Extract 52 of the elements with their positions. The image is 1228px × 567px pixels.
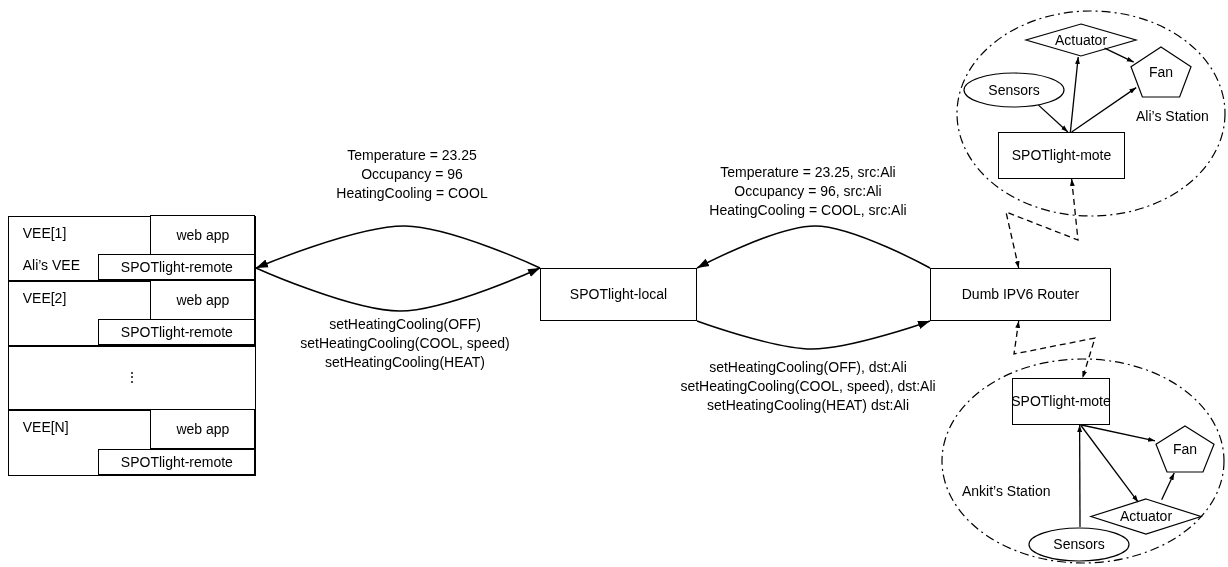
box-label: Sensors: [988, 81, 1040, 99]
vee-label: Ali’s VEE: [22, 256, 81, 274]
arrow: [696, 320, 931, 350]
vee-label: VEE[2]: [22, 289, 67, 307]
process-box: [150, 215, 256, 256]
vee-panel: [7, 215, 256, 281]
box-label: Actuator: [1054, 31, 1108, 49]
box-label: SPOTlight-mote: [1011, 393, 1111, 410]
station-label: Ankit’s Station: [962, 483, 1051, 500]
box-label: web app: [176, 292, 230, 309]
vee-panel: [7, 280, 256, 346]
box-label: SPOTlight-remote: [120, 323, 233, 341]
arrow: [1077, 424, 1083, 528]
box-label: SPOTlight-remote: [120, 453, 233, 471]
process-box: [150, 280, 256, 321]
arrow: [1161, 472, 1175, 501]
arrow: [1079, 424, 1139, 503]
box-label: Dumb IPV6 Router: [961, 286, 1080, 303]
box-label: Sensors: [1053, 536, 1105, 553]
dashed-arrow: [1013, 320, 1096, 379]
vee-panel: [7, 409, 256, 476]
box-label: Fan: [1172, 440, 1198, 458]
arrow: [255, 267, 541, 312]
box-label: Fan: [1148, 63, 1174, 81]
arrow: [1103, 47, 1135, 63]
box-label: ⋮: [124, 369, 139, 387]
box-label: web app: [176, 227, 230, 244]
arrow: [1069, 56, 1080, 133]
process-box: [930, 268, 1111, 321]
box-label: SPOTlight-local: [569, 286, 668, 303]
arrow: [1080, 424, 1156, 442]
process-box: [7, 345, 256, 410]
process-box: [98, 254, 256, 281]
vee-label: VEE[N]: [22, 418, 69, 436]
process-box: [1012, 378, 1110, 425]
process-box: [98, 449, 256, 476]
process-box: [540, 268, 697, 321]
arrow: [1071, 86, 1137, 133]
station-label: Ali’s Station: [1136, 108, 1209, 125]
arrow: [1037, 104, 1069, 133]
arrow: [696, 225, 931, 269]
process-box: [998, 132, 1125, 179]
box-label: SPOTlight-mote: [1011, 147, 1112, 164]
dashed-arrow: [1005, 178, 1079, 269]
box-label: SPOTlight-remote: [120, 259, 233, 276]
box-label: Actuator: [1119, 508, 1173, 525]
process-box: [98, 319, 256, 346]
arrow: [255, 225, 541, 269]
process-box: [150, 409, 256, 450]
process-box: [8, 216, 256, 476]
vee-label: VEE[1]: [22, 224, 67, 242]
box-label: web app: [176, 421, 230, 438]
